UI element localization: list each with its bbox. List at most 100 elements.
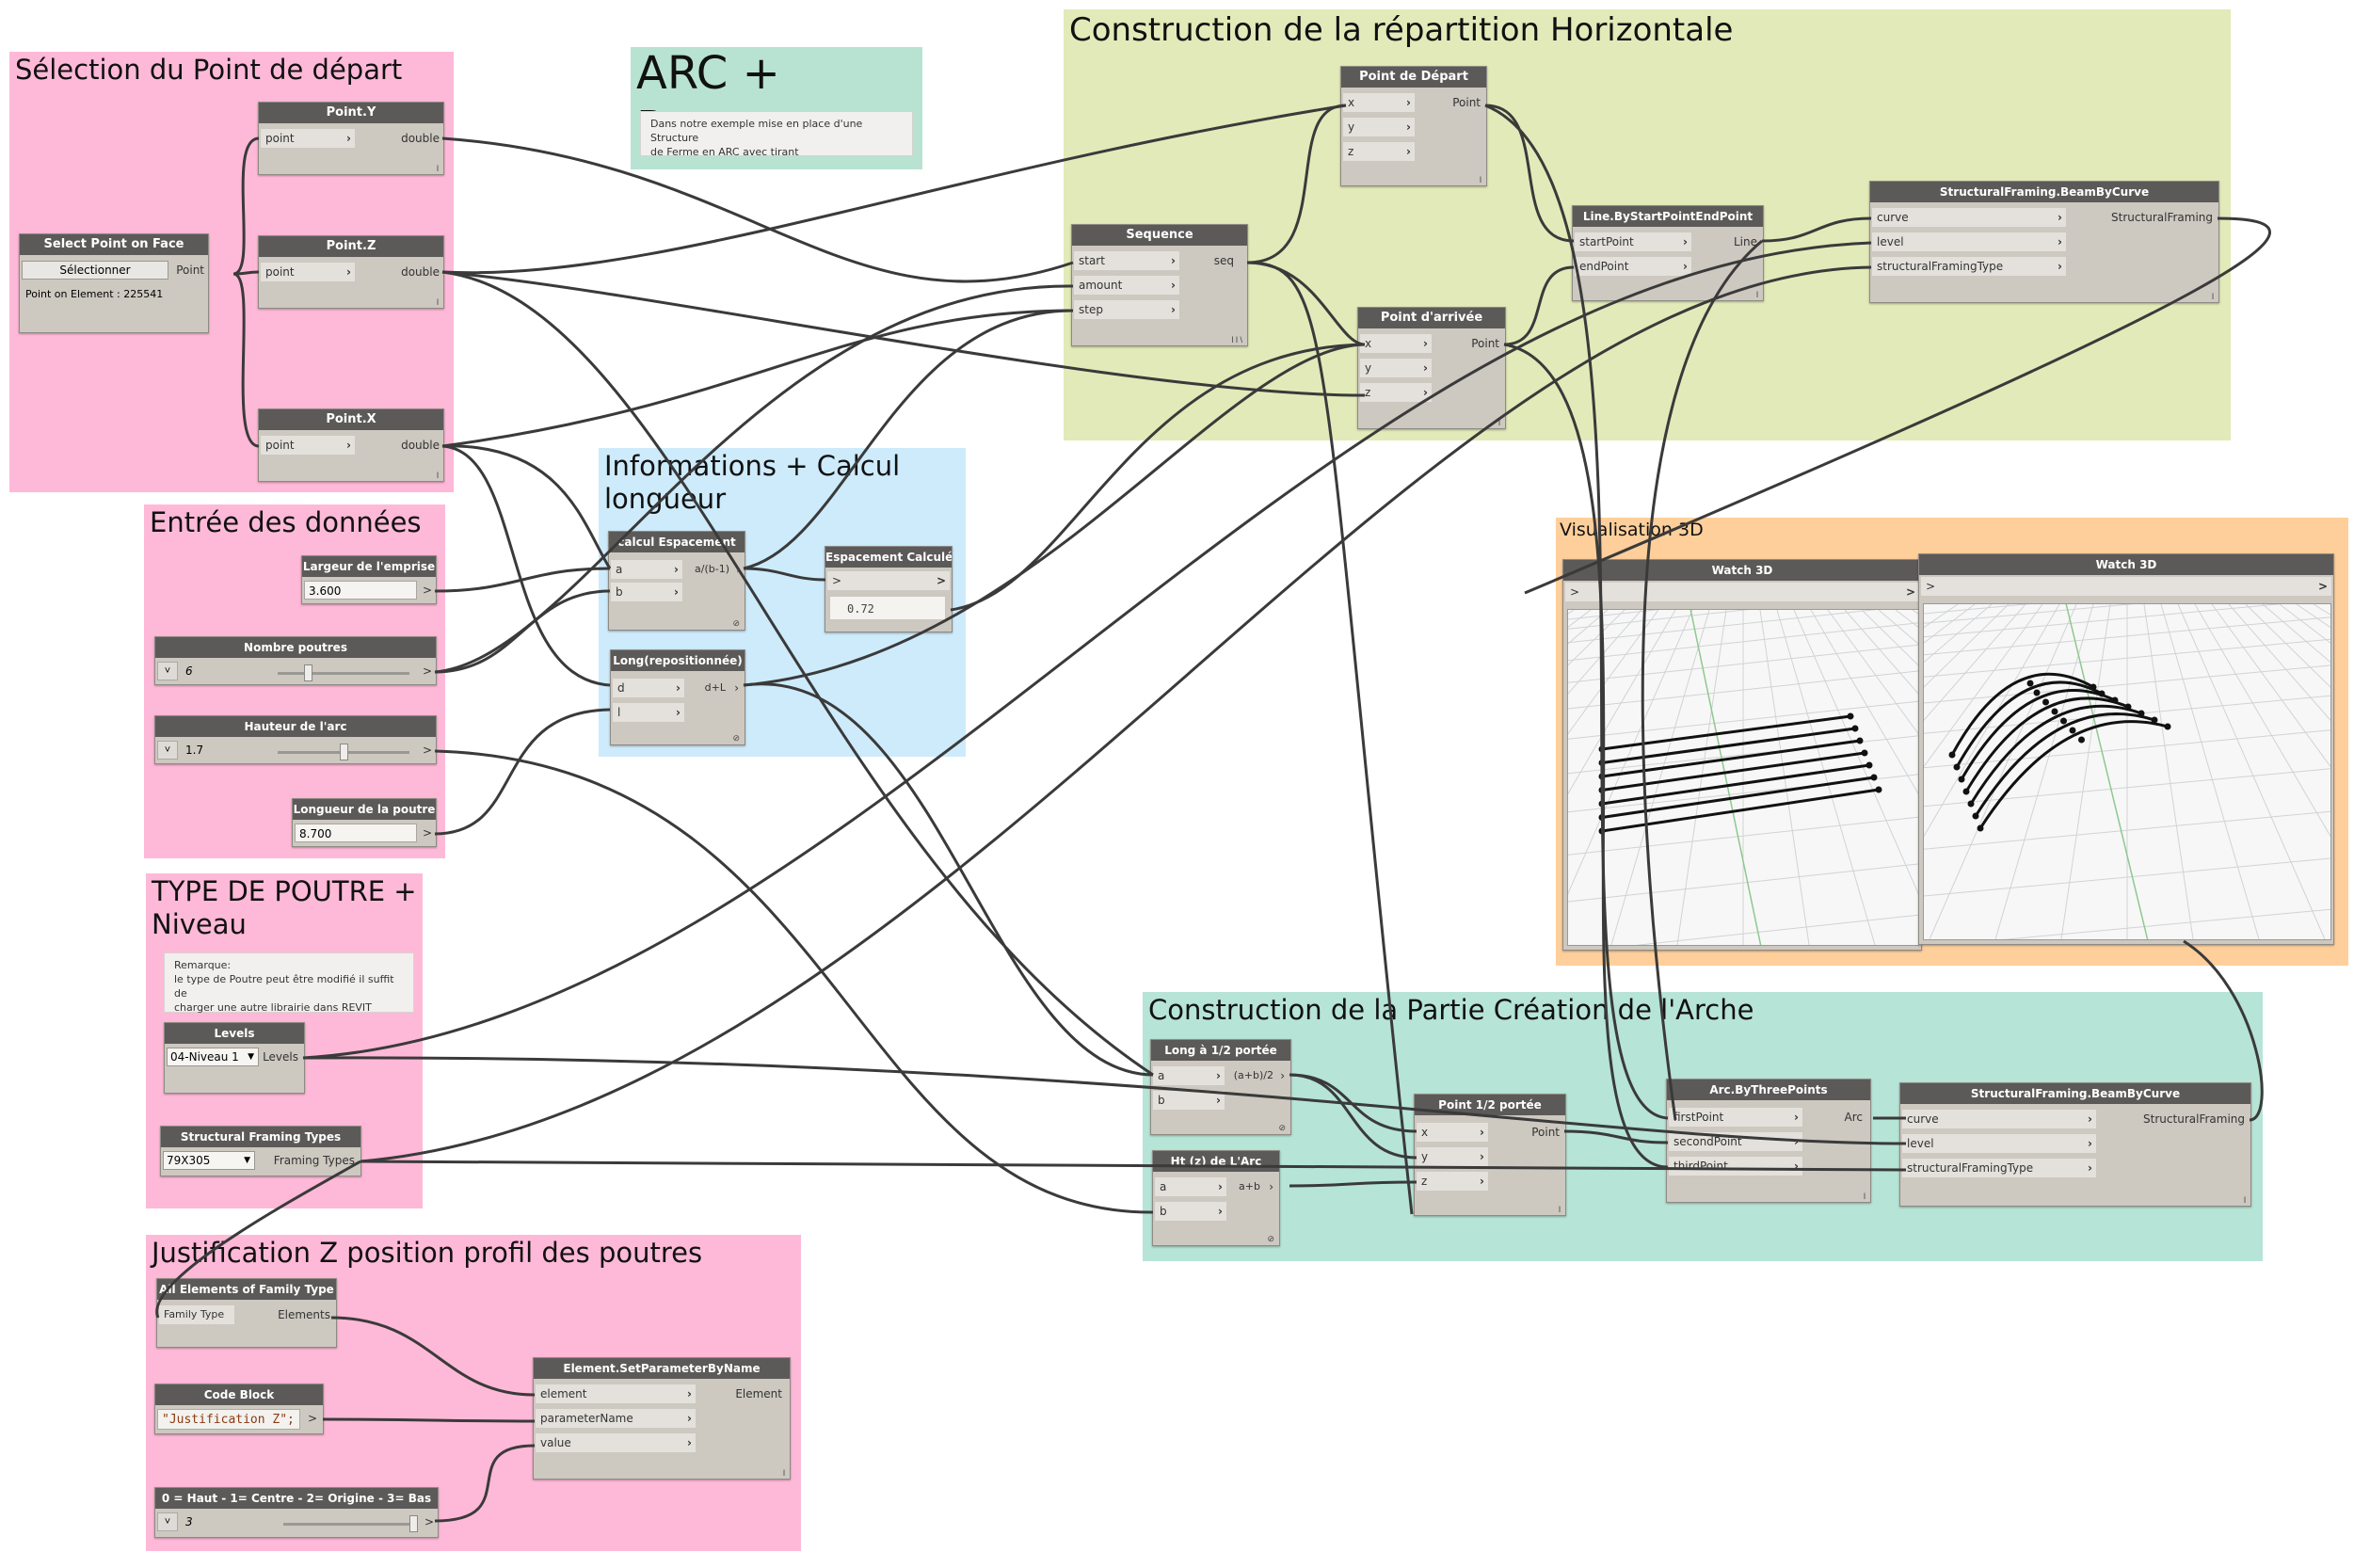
- output-port-point[interactable]: Point: [1531, 1126, 1560, 1139]
- input-port-a[interactable]: a›: [1153, 1066, 1225, 1085]
- input-port-point[interactable]: point›: [261, 129, 355, 148]
- output-port[interactable]: >: [307, 1412, 317, 1425]
- node-code-block[interactable]: Code Block "Justification Z"; >: [154, 1384, 324, 1434]
- slider-track[interactable]: [283, 1523, 415, 1526]
- input-port-x[interactable]: x›: [1417, 1123, 1488, 1142]
- largeur-input[interactable]: 3.600: [304, 581, 417, 600]
- levels-dropdown[interactable]: 04-Niveau 1▼: [167, 1048, 259, 1066]
- output-port-line[interactable]: Line: [1733, 235, 1757, 248]
- node-point-x[interactable]: Point.X point› double l: [258, 408, 444, 482]
- node-set-parameter-by-name[interactable]: Element.SetParameterByName element› para…: [533, 1357, 791, 1480]
- node-watch3d-lines[interactable]: Watch 3D >>: [1562, 559, 1922, 951]
- input-port-firstpoint[interactable]: firstPoint›: [1669, 1108, 1802, 1127]
- zslider-value[interactable]: 3: [185, 1515, 193, 1528]
- input-port-type[interactable]: structuralFramingType›: [1902, 1159, 2096, 1177]
- output-port-levels[interactable]: Levels: [263, 1050, 298, 1064]
- framing-type-dropdown[interactable]: 79X305▼: [163, 1151, 255, 1170]
- input-port-y[interactable]: y›: [1417, 1147, 1488, 1166]
- input-port-endpoint[interactable]: endPoint›: [1575, 257, 1691, 276]
- node-hauteur-arc[interactable]: Hauteur de l'arc ˅ 1.7 >: [154, 715, 437, 764]
- input-port-x[interactable]: x›: [1343, 93, 1415, 112]
- output-port-double[interactable]: double: [401, 132, 440, 145]
- input-port-start[interactable]: start›: [1074, 251, 1179, 270]
- input-port-z[interactable]: z›: [1360, 383, 1432, 402]
- node-point-z[interactable]: Point.Z point› double l: [258, 235, 444, 309]
- node-select-point-on-face[interactable]: Select Point on Face Sélectionner Point …: [19, 233, 209, 333]
- input-port-value[interactable]: value›: [536, 1433, 696, 1452]
- node-levels[interactable]: Levels 04-Niveau 1▼ Levels: [164, 1022, 305, 1094]
- output-chevron[interactable]: ›: [734, 681, 739, 695]
- input-port-y[interactable]: y›: [1360, 359, 1432, 377]
- input-port-point[interactable]: point›: [261, 263, 355, 281]
- selectionner-button[interactable]: Sélectionner: [22, 261, 168, 280]
- slider-thumb[interactable]: [340, 744, 348, 760]
- node-point-y[interactable]: Point.Y point› double l: [258, 102, 444, 175]
- slider-track[interactable]: [278, 672, 409, 675]
- input-port-d[interactable]: d›: [613, 679, 684, 697]
- chevron-down-icon[interactable]: ˅: [157, 741, 178, 760]
- output-port-structuralframing[interactable]: StructuralFraming: [2143, 1112, 2245, 1126]
- node-espacement-calcule[interactable]: Espacement Calculé >> 0.72: [825, 546, 953, 632]
- output-port[interactable]: >: [422, 744, 432, 757]
- node-all-elements-of-family-type[interactable]: All Elements of Family Type Family Type …: [156, 1278, 337, 1348]
- output-port-point[interactable]: Point: [1471, 337, 1499, 350]
- output-port-formula[interactable]: (a+b)/2: [1233, 1069, 1273, 1081]
- node-longueur-poutre[interactable]: Longueur de la poutre 8.700 >: [292, 798, 437, 847]
- input-port-level[interactable]: level›: [1872, 232, 2066, 251]
- input-port-z[interactable]: z›: [1343, 142, 1415, 161]
- input-port-curve[interactable]: curve›: [1872, 208, 2066, 227]
- node-point-de-depart[interactable]: Point de Départ x› y› z› Point l: [1340, 66, 1487, 186]
- node-point-demi-portee[interactable]: Point 1/2 portée x› y› z› Point l: [1414, 1094, 1566, 1216]
- node-line-by-start-end[interactable]: Line.ByStartPointEndPoint startPoint› en…: [1572, 205, 1764, 301]
- input-port[interactable]: >>: [1565, 583, 1919, 601]
- output-port-structuralframing[interactable]: StructuralFraming: [2111, 211, 2213, 224]
- output-port-double[interactable]: double: [401, 265, 440, 279]
- output-port[interactable]: >: [424, 1515, 434, 1528]
- input-port-b[interactable]: b›: [1155, 1202, 1226, 1221]
- output-chevron[interactable]: ›: [736, 563, 741, 576]
- input-port-step[interactable]: step›: [1074, 300, 1179, 319]
- input-port-parametername[interactable]: parameterName›: [536, 1409, 696, 1428]
- input-port[interactable]: >>: [827, 571, 950, 590]
- output-port-formula[interactable]: d+L: [704, 681, 726, 694]
- input-port-b[interactable]: b›: [1153, 1091, 1225, 1110]
- node-structural-framing-types[interactable]: Structural Framing Types 79X305▼ Framing…: [160, 1126, 361, 1176]
- slider-thumb[interactable]: [304, 664, 312, 681]
- node-long-demi-portee[interactable]: Long à 1/2 portée a› b› (a+b)/2 › ⊘: [1150, 1039, 1291, 1135]
- output-chevron[interactable]: ›: [1280, 1069, 1285, 1082]
- input-port-secondpoint[interactable]: secondPoint›: [1669, 1132, 1802, 1151]
- node-largeur-emprise[interactable]: Largeur de l'emprise 3.600 >: [301, 555, 437, 604]
- output-port-framing-types[interactable]: Framing Types: [273, 1154, 355, 1167]
- output-port[interactable]: >: [422, 826, 432, 840]
- input-port-x[interactable]: x›: [1360, 334, 1432, 353]
- 3d-viewport-arcs[interactable]: [1923, 603, 2331, 940]
- output-port-point[interactable]: Point: [1452, 96, 1481, 109]
- input-port-startpoint[interactable]: startPoint›: [1575, 232, 1691, 251]
- input-port-level[interactable]: level›: [1902, 1134, 2096, 1153]
- input-port-point[interactable]: point›: [261, 436, 355, 455]
- input-port-thirdpoint[interactable]: thirdPoint›: [1669, 1157, 1802, 1176]
- input-port-b[interactable]: b›: [611, 583, 682, 601]
- input-port-z[interactable]: z›: [1417, 1172, 1488, 1191]
- node-nombre-poutres[interactable]: Nombre poutres ˅ 6 >: [154, 636, 437, 685]
- output-chevron[interactable]: ›: [1269, 1180, 1273, 1193]
- node-beam-by-curve-1[interactable]: StructuralFraming.BeamByCurve curve› lev…: [1869, 181, 2219, 303]
- output-port-formula[interactable]: a/(b-1): [695, 563, 729, 575]
- hauteur-value[interactable]: 1.7: [185, 744, 204, 757]
- 3d-viewport-lines[interactable]: [1567, 609, 1919, 946]
- output-port-double[interactable]: double: [401, 439, 440, 452]
- output-port-point[interactable]: Point: [176, 264, 204, 277]
- output-port[interactable]: >: [422, 584, 432, 597]
- output-port-seq[interactable]: seq: [1213, 254, 1234, 267]
- node-arc-by-three-points[interactable]: Arc.ByThreePoints firstPoint› secondPoin…: [1666, 1079, 1871, 1203]
- node-z-position-slider[interactable]: 0 = Haut - 1= Centre - 2= Origine - 3= B…: [154, 1487, 439, 1538]
- input-port-a[interactable]: a›: [1155, 1177, 1226, 1196]
- node-sequence[interactable]: Sequence start› amount› step› seq l l \: [1071, 224, 1248, 346]
- output-port[interactable]: >: [422, 664, 432, 678]
- longueur-input[interactable]: 8.700: [295, 824, 417, 842]
- chevron-down-icon[interactable]: ˅: [157, 662, 178, 680]
- input-port-type[interactable]: structuralFramingType›: [1872, 257, 2066, 276]
- nombre-value[interactable]: 6: [185, 664, 193, 678]
- input-port-l[interactable]: l›: [613, 703, 684, 722]
- slider-thumb[interactable]: [409, 1515, 418, 1532]
